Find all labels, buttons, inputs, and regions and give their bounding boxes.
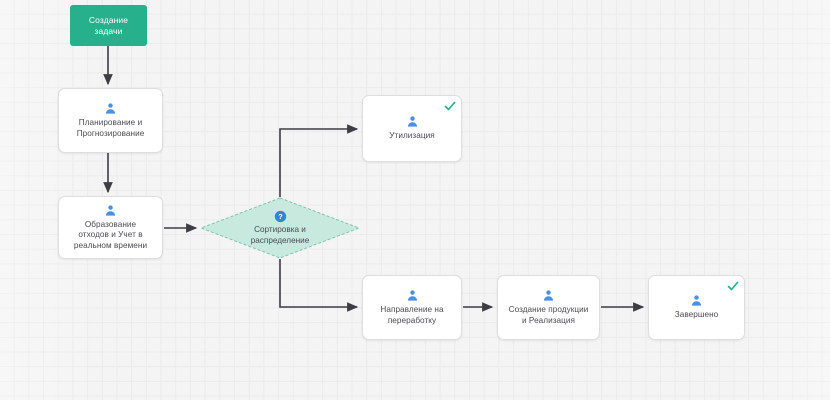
node-start-label: Создание задачи: [89, 15, 128, 37]
node-start-label-line1: Создание: [88, 14, 129, 25]
user-icon: [407, 116, 417, 127]
label-line2: и Реализация: [521, 315, 575, 325]
node-utilization[interactable]: Утилизация: [362, 95, 462, 162]
user-icon: [691, 295, 702, 306]
user-icon: [407, 290, 417, 301]
diamond-shape: [200, 197, 360, 259]
user-icon: [105, 205, 116, 216]
node-start-label-line2: задачи: [94, 25, 123, 36]
check-icon: [727, 281, 739, 291]
edge-sorting-to-recycling: [279, 259, 359, 312]
edge-sorting-to-utilization: [279, 124, 359, 197]
label-line3: реальном времени: [73, 240, 148, 250]
node-send-to-recycling-label: Направление на переработку: [374, 305, 449, 326]
node-waste-accounting[interactable]: Образование отходов и Учет в реальном вр…: [58, 196, 163, 259]
node-utilization-label: Утилизация: [383, 131, 440, 142]
label-line1: Создание продукции: [508, 305, 589, 314]
check-icon: [444, 101, 456, 111]
user-icon: [543, 290, 554, 301]
label-line1: Образование: [84, 219, 137, 229]
node-start-create-task[interactable]: Создание задачи: [70, 5, 147, 46]
user-icon: [105, 103, 116, 114]
node-planning-forecasting-label: Планирование и Прогнозирование: [71, 118, 151, 139]
label-line1: Планирование и: [78, 118, 143, 127]
node-sorting-distribution[interactable]: ? Сортировка и распределение: [200, 197, 360, 259]
label-line1: Направление на: [380, 305, 444, 314]
node-waste-accounting-label: Образование отходов и Учет в реальном вр…: [68, 220, 153, 252]
node-planning-forecasting[interactable]: Планирование и Прогнозирование: [58, 88, 163, 153]
label-line1: Завершено: [674, 310, 719, 320]
node-send-to-recycling[interactable]: Направление на переработку: [362, 275, 462, 340]
label-line2: переработку: [387, 315, 437, 325]
node-completed[interactable]: Завершено: [648, 275, 745, 340]
node-production-and-sales[interactable]: Создание продукции и Реализация: [497, 275, 600, 340]
label-line2: Прогнозирование: [76, 128, 145, 138]
label-line2: отходов и Учет в: [78, 230, 143, 240]
node-completed-label: Завершено: [669, 310, 725, 321]
label-line1: Утилизация: [389, 131, 435, 141]
node-production-and-sales-label: Создание продукции и Реализация: [503, 305, 595, 326]
